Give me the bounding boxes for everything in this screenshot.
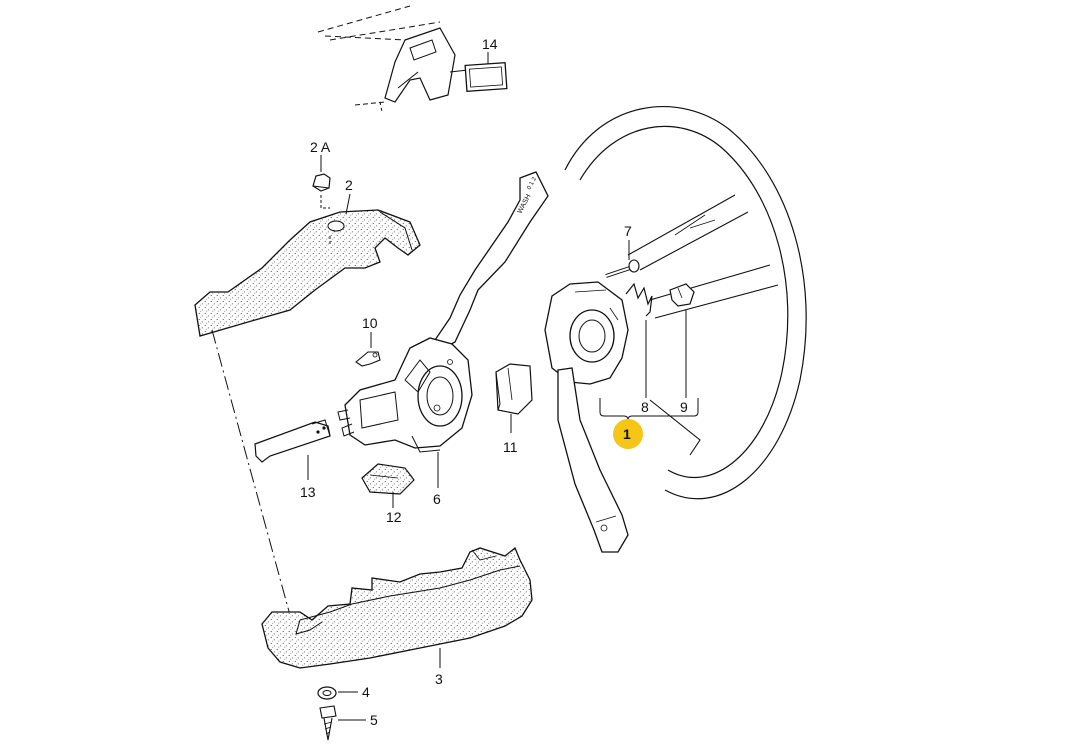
callout-4: 4 (338, 684, 370, 700)
label-8: 8 (641, 399, 649, 415)
callout-12: 12 (386, 492, 402, 525)
label-7: 7 (624, 223, 632, 239)
label-2a: 2 A (310, 139, 331, 155)
part-13-bracket[interactable] (254, 419, 331, 463)
callout-13: 13 (300, 455, 316, 500)
label-11: 11 (503, 439, 518, 455)
label-3: 3 (435, 671, 443, 687)
steering-wheel (564, 106, 807, 500)
callout-5: 5 (338, 712, 378, 728)
callout-14: 14 (482, 36, 498, 64)
label-2: 2 (345, 177, 353, 193)
label-5: 5 (370, 712, 378, 728)
part-4-washer[interactable] (317, 686, 337, 700)
part-11-insert[interactable] (495, 363, 533, 415)
highlight-marker (613, 419, 643, 449)
callout-2a: 2 A (310, 139, 331, 172)
label-6: 6 (433, 491, 441, 507)
part-14-dash-bracket[interactable] (317, 5, 508, 113)
part-7-screw[interactable] (605, 259, 640, 278)
label-1: 1 (623, 426, 631, 442)
part-6-combination-switch[interactable]: WASH 0 1 2 (337, 171, 549, 453)
label-4: 4 (362, 684, 370, 700)
part-12-switch-cover[interactable] (361, 463, 415, 495)
part-1-turn-signal-switch[interactable] (544, 281, 629, 553)
callout-2: 2 (345, 177, 353, 215)
callout-6: 6 (433, 452, 441, 507)
part-8-spring[interactable] (625, 282, 653, 317)
callout-10: 10 (362, 315, 378, 348)
label-14: 14 (482, 36, 498, 52)
label-12: 12 (386, 509, 402, 525)
part-3-lower-shroud[interactable] (261, 546, 533, 669)
part-10-clip[interactable] (355, 351, 381, 367)
callout-7: 7 (624, 223, 632, 260)
part-2-upper-shroud[interactable] (194, 209, 421, 337)
wiper-position-marking: 0 1 2 (526, 176, 538, 191)
part-9-clip[interactable] (669, 283, 695, 307)
part-2a-clip[interactable] (312, 173, 331, 209)
callout-1-highlight[interactable]: 1 (613, 419, 643, 449)
label-10: 10 (362, 315, 378, 331)
callout-11: 11 (503, 414, 518, 455)
label-13: 13 (300, 484, 316, 500)
part-5-screw[interactable] (319, 705, 337, 741)
callout-3: 3 (435, 648, 443, 687)
label-9: 9 (680, 399, 688, 415)
